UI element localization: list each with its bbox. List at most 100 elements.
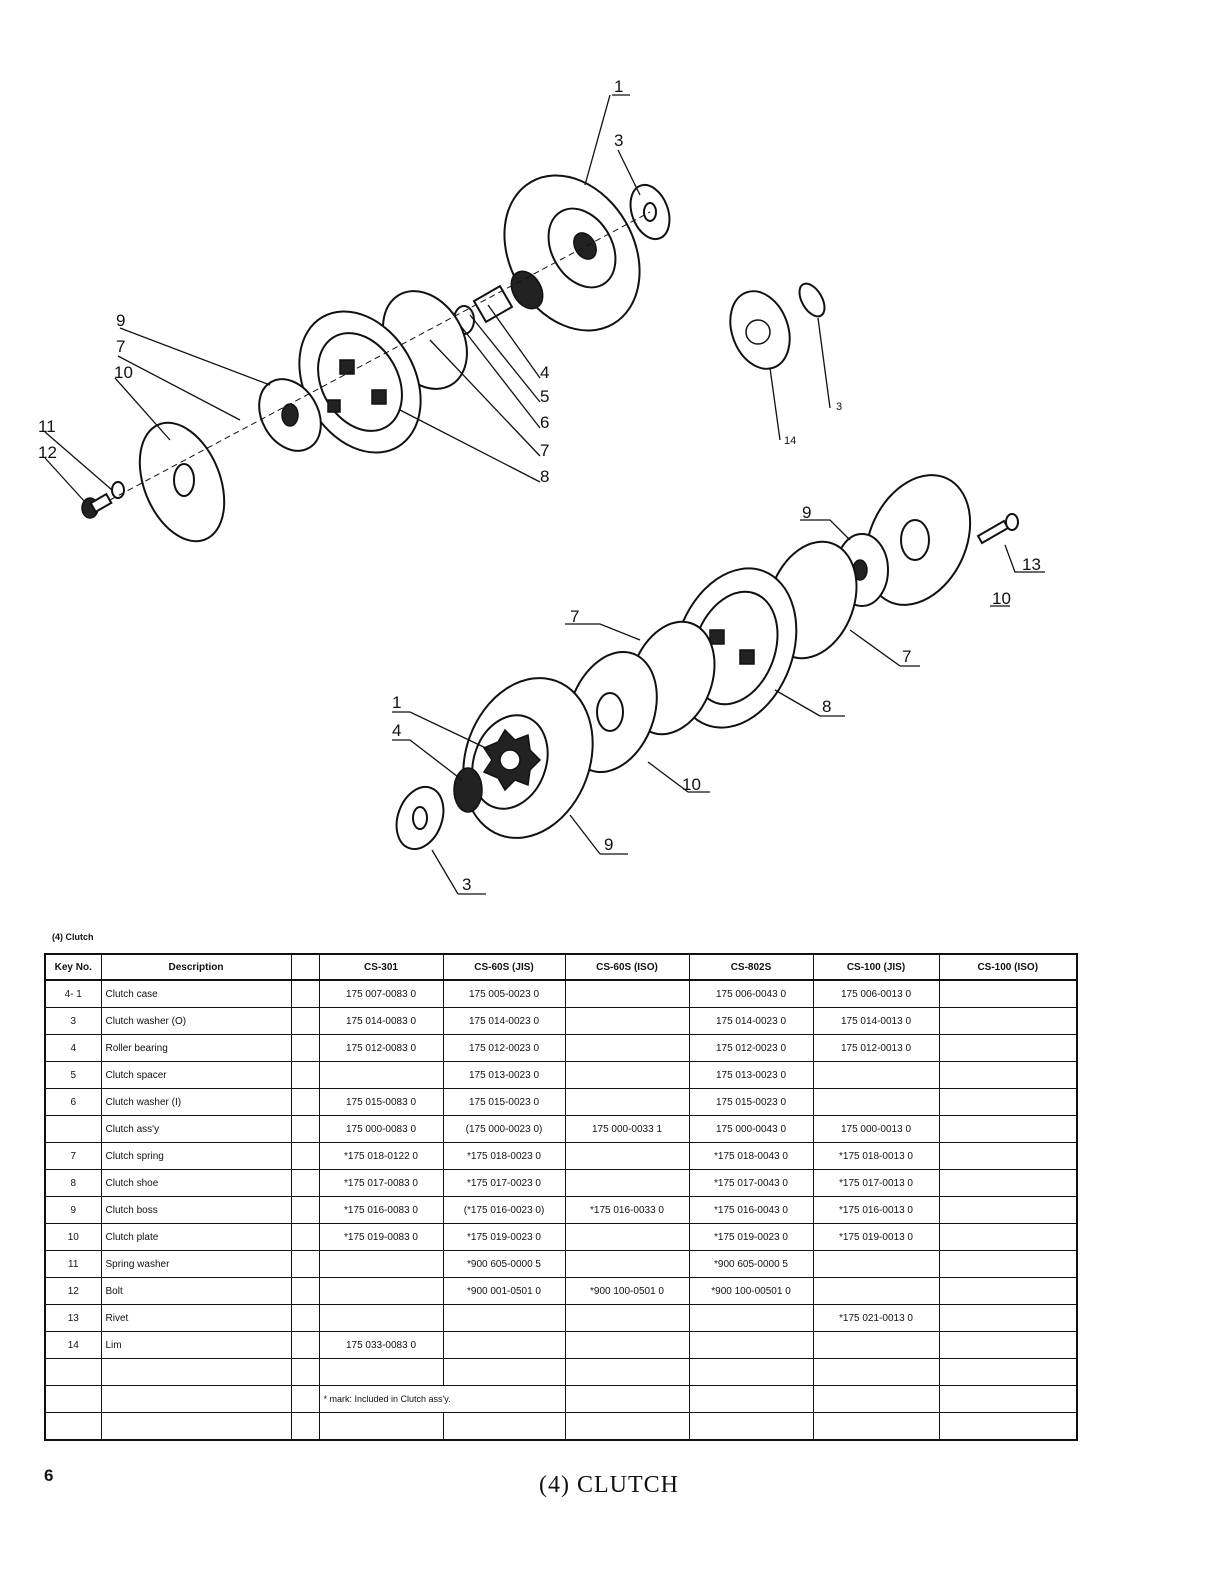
cell-desc: Bolt (100, 1277, 292, 1305)
cell-desc: Clutch spacer (100, 1061, 292, 1089)
cell-cs100-iso (938, 1115, 1078, 1143)
bottom-clutch-case (462, 677, 594, 839)
callout-12: 12 (38, 443, 57, 462)
cell-cs60s-jis: *900 605-0000 5 (442, 1250, 566, 1278)
cell-key: 14 (44, 1331, 102, 1359)
cell-cs301: *175 019-0083 0 (318, 1223, 444, 1251)
cell-cs100-iso (938, 1304, 1078, 1332)
cell-cs60s-jis (442, 1304, 566, 1332)
cell-cs60s-jis: *175 019-0023 0 (442, 1223, 566, 1251)
cell-cs100-iso (938, 1250, 1078, 1278)
cell-key: 5 (44, 1061, 102, 1089)
callout-6: 6 (540, 413, 549, 432)
header-cs60s-iso: CS-60S (ISO) (564, 953, 690, 981)
cell-cs100-iso (938, 1088, 1078, 1116)
callout-b13: 13 (1022, 555, 1041, 574)
callout-10: 10 (114, 363, 133, 382)
cell-empty (100, 1412, 292, 1441)
cell-key: 8 (44, 1169, 102, 1197)
page-caption: (4) CLUTCH (539, 1472, 679, 1498)
bottom-leader-lines (392, 519, 1045, 895)
callout-b9b: 9 (604, 835, 613, 854)
cell-cs60s-jis: 175 014-0023 0 (442, 1007, 566, 1035)
cell-cs802s (688, 1331, 814, 1359)
callout-14: 14 (784, 435, 796, 447)
cell-key (44, 1115, 102, 1143)
cell-key: 3 (44, 1007, 102, 1035)
cell-cs301: 175 033-0083 0 (318, 1331, 444, 1359)
cell-empty (688, 1412, 814, 1441)
cell-gap (290, 1331, 320, 1359)
cell-cs802s: 175 014-0023 0 (688, 1007, 814, 1035)
cell-cs100-jis (812, 1061, 940, 1089)
cell-desc: Clutch shoe (100, 1169, 292, 1197)
cell-cs100-jis: 175 006-0013 0 (812, 979, 940, 1008)
cell-empty (688, 1385, 814, 1413)
top-clutch-shoes (298, 310, 422, 454)
cell-cs802s: 175 013-0023 0 (688, 1061, 814, 1089)
cell-cs100-iso (938, 1196, 1078, 1224)
cell-key: 10 (44, 1223, 102, 1251)
cell-gap (290, 1250, 320, 1278)
cell-empty (44, 1358, 102, 1386)
exploded-clutch-diagram: 1 3 9 7 10 11 12 4 5 6 7 8 14 3 9 13 10 … (38, 77, 1045, 895)
cell-cs802s: *175 018-0043 0 (688, 1142, 814, 1170)
cell-key: 6 (44, 1088, 102, 1116)
top-leader-lines (44, 94, 831, 503)
cell-cs100-iso (938, 1007, 1078, 1035)
cell-cs60s-jis: *175 018-0023 0 (442, 1142, 566, 1170)
cell-empty (100, 1385, 292, 1413)
cell-key: 9 (44, 1196, 102, 1224)
cell-cs60s-jis: (175 000-0023 0) (442, 1115, 566, 1143)
cell-cs100-jis: *175 016-0013 0 (812, 1196, 940, 1224)
cell-desc: Rivet (100, 1304, 292, 1332)
cell-key: 7 (44, 1142, 102, 1170)
callout-3: 3 (614, 131, 623, 150)
cell-cs60s-iso (564, 1223, 690, 1251)
table-note: * mark: Included in Clutch ass'y. (318, 1385, 566, 1413)
cell-cs100-iso (938, 1169, 1078, 1197)
callout-b10b: 10 (682, 775, 701, 794)
header-cs301: CS-301 (318, 953, 444, 981)
cell-cs60s-iso (564, 1169, 690, 1197)
cell-cs301 (318, 1061, 444, 1089)
cell-desc: Clutch ass'y (100, 1115, 292, 1143)
bottom-clutch-plate-right (864, 474, 972, 606)
header-description: Description (100, 953, 292, 981)
cell-cs60s-jis: *900 001-0501 0 (442, 1277, 566, 1305)
callout-b4: 4 (392, 721, 401, 740)
cell-empty (290, 1385, 320, 1413)
cell-cs60s-jis: 175 012-0023 0 (442, 1034, 566, 1062)
top-clutch-case (503, 174, 641, 332)
cell-gap (290, 1169, 320, 1197)
cell-cs60s-jis: *175 017-0023 0 (442, 1169, 566, 1197)
cell-cs60s-jis (442, 1331, 566, 1359)
cell-cs100-jis: *175 017-0013 0 (812, 1169, 940, 1197)
callout-b8: 8 (822, 697, 831, 716)
cell-cs100-jis: *175 021-0013 0 (812, 1304, 940, 1332)
callout-b3: 3 (462, 875, 471, 894)
cell-desc: Clutch spring (100, 1142, 292, 1170)
cell-desc: Clutch washer (O) (100, 1007, 292, 1035)
top-bolt (81, 481, 125, 519)
callout-b9: 9 (802, 503, 811, 522)
header-cs802s: CS-802S (688, 953, 814, 981)
cell-cs301: 175 007-0083 0 (318, 979, 444, 1008)
cell-gap (290, 1061, 320, 1089)
cell-empty (290, 1412, 320, 1441)
cell-cs100-iso (938, 1061, 1078, 1089)
cell-key: 4- 1 (44, 979, 102, 1008)
cell-cs100-iso (938, 1223, 1078, 1251)
callout-3b: 3 (836, 401, 842, 413)
cell-cs60s-iso (564, 1088, 690, 1116)
table-empty-row (44, 1358, 1078, 1386)
cell-gap (290, 1088, 320, 1116)
cell-cs802s: 175 012-0023 0 (688, 1034, 814, 1062)
